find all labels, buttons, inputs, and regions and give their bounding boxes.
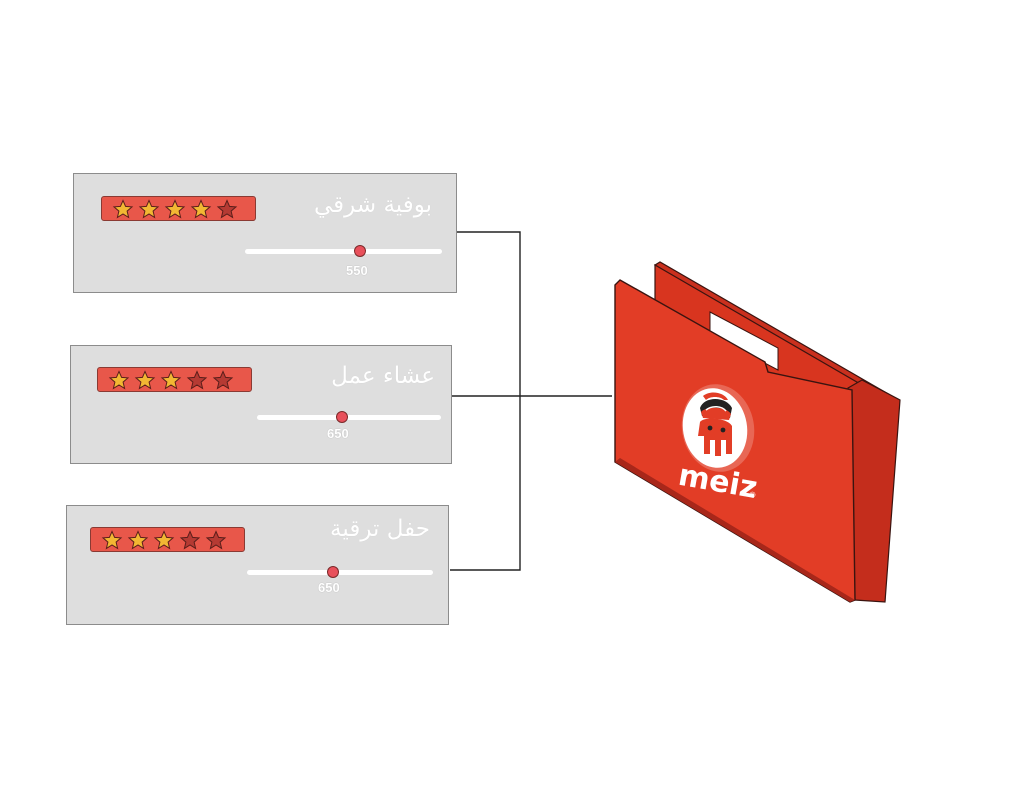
star-icon[interactable] [153, 529, 175, 550]
star-icon[interactable] [164, 198, 186, 219]
service-card-2[interactable]: عشاء عمل 650 [70, 345, 452, 464]
star-icon[interactable] [134, 369, 156, 390]
service-card-1[interactable]: بوفية شرقي 550 [73, 173, 457, 293]
rating-stars[interactable] [90, 527, 245, 552]
rating-stars[interactable] [101, 196, 256, 221]
price-slider-value: 650 [327, 426, 349, 441]
folder-icon: meiz ® [614, 261, 901, 603]
star-icon[interactable] [108, 369, 130, 390]
price-slider-track[interactable] [245, 249, 442, 254]
card-title: حفل ترقية [330, 516, 430, 542]
fork-chef-logo-icon [698, 392, 732, 456]
price-slider-value: 550 [346, 263, 368, 278]
service-card-3[interactable]: حفل ترقية 650 [66, 505, 449, 625]
star-icon[interactable] [216, 198, 238, 219]
price-slider-thumb[interactable] [327, 566, 339, 578]
card-title: بوفية شرقي [314, 192, 432, 218]
star-icon[interactable] [127, 529, 149, 550]
price-slider-track[interactable] [257, 415, 441, 420]
star-icon[interactable] [160, 369, 182, 390]
star-icon[interactable] [212, 369, 234, 390]
star-icon[interactable] [138, 198, 160, 219]
star-icon[interactable] [186, 369, 208, 390]
star-icon[interactable] [190, 198, 212, 219]
price-slider-thumb[interactable] [336, 411, 348, 423]
price-slider-value: 650 [318, 580, 340, 595]
star-icon[interactable] [179, 529, 201, 550]
price-slider-thumb[interactable] [354, 245, 366, 257]
star-icon[interactable] [101, 529, 123, 550]
star-icon[interactable] [205, 529, 227, 550]
card-title: عشاء عمل [331, 363, 435, 389]
rating-stars[interactable] [97, 367, 252, 392]
registered-mark: ® [748, 490, 757, 500]
star-icon[interactable] [112, 198, 134, 219]
price-slider-track[interactable] [247, 570, 433, 575]
